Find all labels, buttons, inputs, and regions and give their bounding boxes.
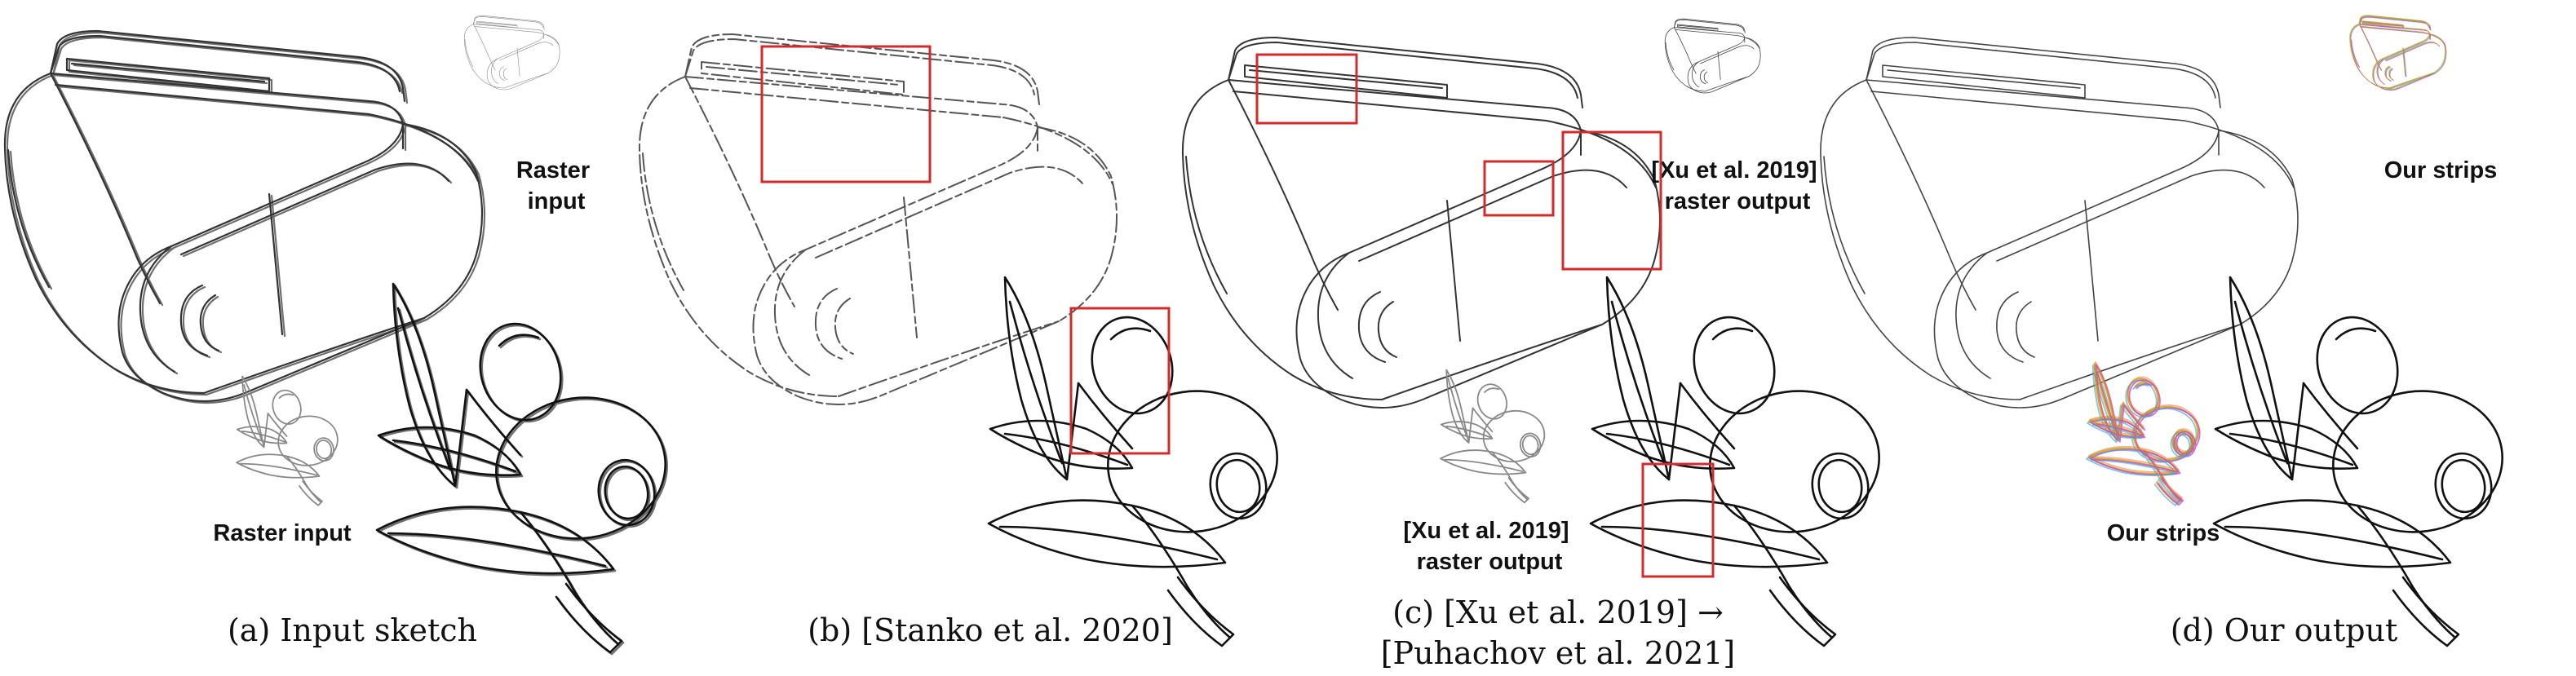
caption-d: (d) Our output bbox=[2171, 612, 2398, 648]
toaster-stanko-output bbox=[638, 33, 1118, 405]
toaster-our-strips bbox=[2348, 15, 2447, 91]
raster-input-label-bottom: Raster input bbox=[213, 520, 352, 546]
toaster-xu-puhachov-output bbox=[1181, 37, 1661, 409]
xu-label-top-line2: raster output bbox=[1665, 188, 1811, 214]
highlight-box-c2 bbox=[1483, 160, 1555, 217]
raster-input-label-top-line2: input bbox=[528, 188, 586, 214]
toaster-our-output bbox=[1820, 37, 2299, 409]
olive-raster-thumbnail bbox=[236, 375, 342, 506]
panel-b: (b) [Stanko et al. 2020] bbox=[638, 33, 1288, 648]
olive-input-sketch bbox=[375, 282, 678, 656]
panel-a: Raster input Raster input (a) Input sket… bbox=[3, 15, 678, 656]
olive-xu-raster-thumbnail bbox=[1440, 369, 1549, 504]
our-strips-label-bottom: Our strips bbox=[2107, 520, 2220, 546]
highlight-box-c3 bbox=[1561, 130, 1662, 271]
raster-input-label-top-line1: Raster bbox=[516, 157, 590, 183]
olive-our-output bbox=[2212, 276, 2513, 647]
raster-input-label-top: Raster input bbox=[516, 157, 596, 214]
our-strips-label-top: Our strips bbox=[2384, 157, 2498, 183]
caption-b: (b) [Stanko et al. 2020] bbox=[808, 612, 1173, 648]
olive-our-strips bbox=[2086, 360, 2204, 506]
caption-a: (a) Input sketch bbox=[228, 612, 477, 648]
toaster-xu-raster-thumbnail bbox=[1664, 18, 1761, 94]
panel-d: Our strips Our strips (d) Our output bbox=[1820, 15, 2513, 648]
xu-label-top-line1: [Xu et al. 2019] bbox=[1651, 157, 1817, 183]
xu-label-bottom-line1: [Xu et al. 2019] bbox=[1403, 518, 1569, 544]
xu-raster-output-label-top: [Xu et al. 2019] raster output bbox=[1651, 157, 1823, 214]
xu-label-bottom-line2: raster output bbox=[1417, 549, 1563, 575]
xu-raster-output-label-bottom: [Xu et al. 2019] raster output bbox=[1403, 518, 1575, 575]
highlight-box-c1 bbox=[1255, 53, 1358, 125]
highlight-box-c4 bbox=[1641, 462, 1715, 578]
toaster-input-sketch bbox=[3, 29, 486, 404]
caption-c-line2: [Puhachov et al. 2021] bbox=[1381, 635, 1736, 671]
toaster-raster-thumbnail bbox=[463, 15, 560, 91]
panel-c: [Xu et al. 2019] raster output [Xu et al… bbox=[1181, 18, 1890, 671]
caption-c-line1: (c) [Xu et al. 2019] → bbox=[1392, 594, 1724, 630]
olive-xu-puhachov-output bbox=[1589, 276, 1890, 647]
highlight-box-b2 bbox=[1069, 307, 1171, 455]
highlight-box-b1 bbox=[760, 45, 932, 183]
